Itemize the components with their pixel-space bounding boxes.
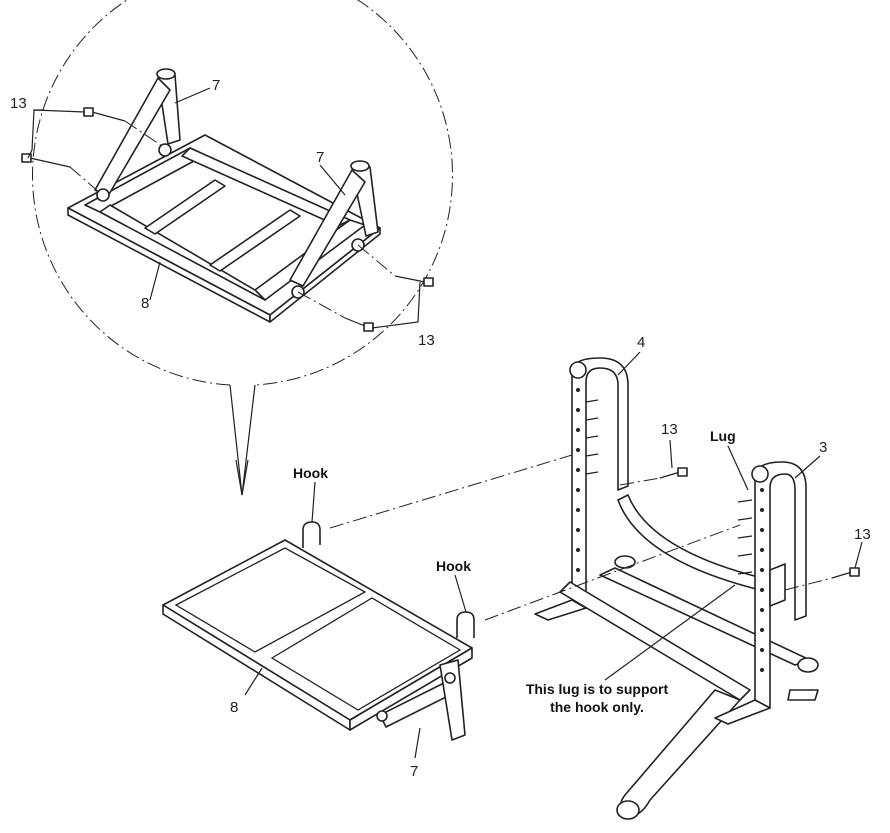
- part-number-7: 7: [410, 763, 418, 780]
- part-number-13: 13: [418, 332, 435, 349]
- bolt-13: [344, 317, 374, 332]
- lug-note-line-2: the hook only.: [550, 699, 644, 715]
- lug-note-line-1: This lug is to support: [526, 681, 669, 697]
- hook-label: Hook: [293, 465, 328, 481]
- part-number-8: 8: [141, 295, 149, 312]
- part-number-13: 13: [854, 526, 871, 543]
- part-number-4: 4: [637, 334, 645, 351]
- bolt-13: [21, 153, 71, 168]
- bolt-13: [831, 567, 860, 579]
- main-leaders: [244, 351, 863, 759]
- bolt-13: [83, 107, 126, 122]
- part-number-7: 7: [212, 77, 220, 94]
- part-number-7: 7: [316, 149, 324, 166]
- detail-footplate-underside: [21, 68, 434, 332]
- rack-upright-4: [534, 357, 629, 621]
- hook-alignment-lines: [329, 454, 833, 621]
- part-number-13: 13: [10, 95, 27, 112]
- footplate: [162, 521, 475, 741]
- part-number-3: 3: [819, 439, 827, 456]
- bolt-13: [659, 467, 688, 479]
- part-number-13: 13: [661, 421, 678, 438]
- lug-label: Lug: [710, 428, 736, 444]
- rack-upright-3: [659, 461, 860, 725]
- part-number-8: 8: [230, 699, 238, 716]
- detail-leaders: [27, 87, 421, 329]
- bolt-13: [394, 275, 434, 287]
- hook-label: Hook: [436, 558, 471, 574]
